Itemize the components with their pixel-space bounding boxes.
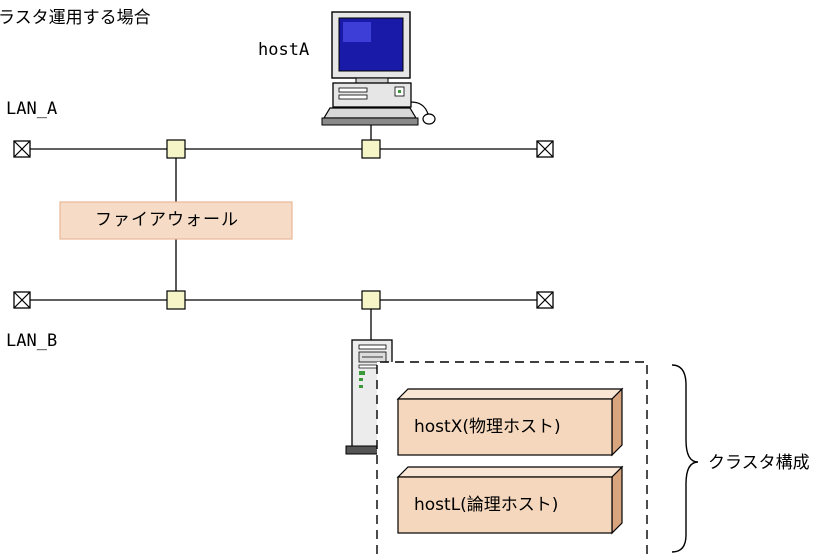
lan-a-node-firewall (166, 139, 186, 159)
lan-a-terminator-left (13, 140, 31, 158)
physical-host-box (396, 387, 624, 457)
lan-b-terminator-left (13, 291, 31, 309)
lan-b-node-firewall (166, 290, 186, 310)
cluster-label: クラスタ構成 (708, 453, 810, 473)
computer-icon (321, 11, 436, 126)
logical-host-box (396, 465, 624, 535)
cluster-brace (671, 364, 699, 553)
lan-b-label: LAN_B (6, 331, 58, 351)
lan-b-terminator-right (536, 291, 554, 309)
lan-a-label: LAN_A (6, 99, 58, 119)
lan-a-terminator-right (536, 140, 554, 158)
diagram-title: ラスタ運用する場合 (0, 8, 151, 28)
physical-host-label: hostX(物理ホスト) (414, 417, 561, 437)
lan-b-node-server (361, 290, 381, 310)
logical-host-label: hostL(論理ホスト) (414, 495, 559, 515)
firewall-label: ファイアウォール (95, 210, 239, 230)
hosta-label: hostA (258, 40, 310, 60)
lan-a-node-hosta (361, 139, 381, 159)
firewall-box (59, 201, 293, 240)
cluster-dashed-border (376, 361, 648, 554)
